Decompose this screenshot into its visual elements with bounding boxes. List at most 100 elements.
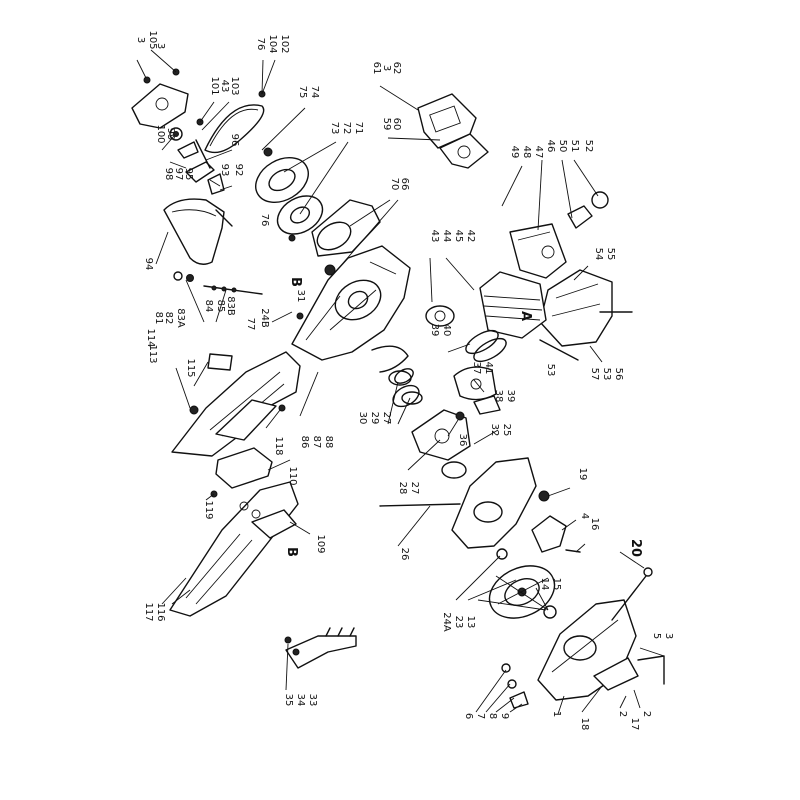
part-number-label: 83A xyxy=(175,308,186,328)
part-number-label: 114 xyxy=(145,328,156,347)
part-number-label: 15 xyxy=(551,578,562,591)
part-number-label: 49 xyxy=(509,146,520,159)
spring-washer-part xyxy=(169,127,199,159)
flywheel-part xyxy=(488,548,557,619)
part-number-label: 93 xyxy=(219,164,230,177)
part-number-label: 84 xyxy=(203,300,214,313)
part-number-label: 25 xyxy=(501,424,512,437)
muffler-body-part xyxy=(539,269,633,361)
part-number-label: 110 xyxy=(287,466,298,485)
part-number-label: 34 xyxy=(295,694,306,707)
part-number-label: 20 xyxy=(628,539,643,557)
starter-cover-part xyxy=(537,567,665,701)
part-number-label: 40 xyxy=(441,324,452,337)
clutch-plate-part xyxy=(288,199,381,257)
part-number-label: 33 xyxy=(307,694,318,707)
part-number-label: 36 xyxy=(457,434,468,447)
part-number-label: 37 xyxy=(471,362,482,375)
part-number-label: 99 xyxy=(165,128,176,141)
part-number-label: 92 xyxy=(233,164,244,177)
part-number-label: 56 xyxy=(613,368,624,381)
guide-bar-part xyxy=(169,481,299,617)
part-number-label: 2 xyxy=(617,711,628,717)
part-number-label: 2 xyxy=(641,711,652,717)
part-number-label: 53 xyxy=(601,368,612,381)
part-number-label: B xyxy=(288,277,303,287)
part-number-label: 13 xyxy=(465,616,476,629)
leader-lines xyxy=(136,49,665,715)
part-number-label: 100 xyxy=(155,124,166,143)
crankcase-half-part xyxy=(379,457,550,549)
part-number-label: 86 xyxy=(299,436,310,449)
part-number-label: 27 xyxy=(381,412,392,425)
part-number-label: 70 xyxy=(389,178,400,191)
part-number-label: 53 xyxy=(545,364,556,377)
part-number-label: 7 xyxy=(475,713,486,719)
part-number-label: 43 xyxy=(429,230,440,243)
part-number-label: 72 xyxy=(341,122,352,135)
part-number-label: 24A xyxy=(441,612,452,632)
part-number-label: 83B xyxy=(225,296,236,316)
clutch-drum-part xyxy=(255,147,324,235)
part-number-label: 60 xyxy=(391,118,402,131)
part-number-label: 14 xyxy=(539,578,550,591)
rear-handle-part xyxy=(171,351,301,457)
part-number-label: 38 xyxy=(493,390,504,403)
part-number-label: 3 xyxy=(155,43,166,49)
part-number-label: 94 xyxy=(143,258,154,271)
part-number-label: 98 xyxy=(163,168,174,181)
ignition-coil-part xyxy=(531,515,581,553)
part-number-label: 102 xyxy=(279,34,290,53)
part-number-label: 117 xyxy=(143,602,154,621)
part-number-label: 31 xyxy=(295,290,306,303)
part-number-label: 55 xyxy=(605,248,616,261)
part-number-label: 54 xyxy=(593,248,604,261)
part-number-label: 96 xyxy=(229,134,240,147)
part-number-label: 101 xyxy=(209,76,220,95)
piston-part xyxy=(453,329,507,415)
part-number-label: A xyxy=(518,311,533,321)
part-number-label: 115 xyxy=(185,358,196,377)
hand-guard-part xyxy=(163,198,233,265)
part-number-label: 17 xyxy=(629,718,640,731)
muffler-cover-part xyxy=(509,191,609,279)
crankcase-part xyxy=(291,245,411,373)
bumper-spike-part xyxy=(284,627,357,669)
part-number-label: 66 xyxy=(399,178,410,191)
part-number-label: 113 xyxy=(147,344,158,363)
cylinder-part xyxy=(425,271,547,339)
part-number-label: 73 xyxy=(329,122,340,135)
part-number-label: 3 xyxy=(663,633,674,639)
part-number-label: 24B xyxy=(259,308,270,328)
part-number-label: 39 xyxy=(429,324,440,337)
part-number-label: 77 xyxy=(245,318,256,331)
part-number-label: 46 xyxy=(545,140,556,153)
part-number-label: 48 xyxy=(521,146,532,159)
part-number-label: 42 xyxy=(465,230,476,243)
part-number-label: 104 xyxy=(267,34,278,53)
part-number-label: 4 xyxy=(579,513,590,519)
part-number-label: 105 xyxy=(147,30,158,49)
part-number-label: 28 xyxy=(397,482,408,495)
part-number-label: B xyxy=(284,547,299,557)
part-number-label: 43 xyxy=(219,80,230,93)
part-number-label: 61 xyxy=(371,62,382,75)
part-number-label: 52 xyxy=(583,140,594,153)
part-number-label: 26 xyxy=(399,548,410,561)
part-number-label: 3 xyxy=(381,65,392,71)
part-number-label: 50 xyxy=(557,140,568,153)
bar-plate-part xyxy=(210,490,297,539)
part-number-label: 35 xyxy=(283,694,294,707)
side-plate-part xyxy=(215,404,286,489)
part-number-label: 71 xyxy=(353,122,364,135)
part-number-label: 8 xyxy=(487,713,498,719)
part-number-label: 97 xyxy=(173,168,184,181)
oil-seals-part xyxy=(388,370,423,405)
part-number-label: 75 xyxy=(297,86,308,99)
intake-gasket-part xyxy=(417,93,489,169)
part-number-label: 87 xyxy=(311,436,322,449)
part-number-label: 39 xyxy=(505,390,516,403)
part-number-label: 95 xyxy=(183,168,194,181)
part-number-label: 6 xyxy=(463,713,474,719)
